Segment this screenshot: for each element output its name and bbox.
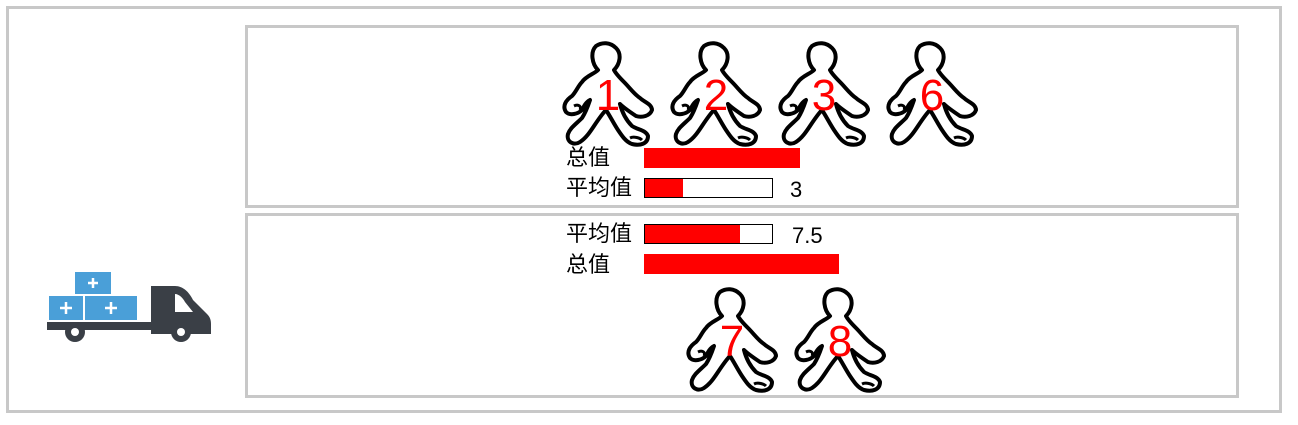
average-bar-fill xyxy=(645,179,684,197)
person-icon: 7 xyxy=(684,286,780,396)
group-panel-1: 1 2 3 6 总值 平均值 3 xyxy=(245,25,1239,208)
person-icon: 8 xyxy=(792,286,888,396)
person-number: 1 xyxy=(595,71,621,120)
average-label: 平均值 xyxy=(566,222,633,247)
average-bar xyxy=(644,178,773,198)
outer-frame xyxy=(6,6,1282,413)
group-panel-2: 平均值 7.5 总值 7 8 xyxy=(245,213,1239,398)
total-label: 总值 xyxy=(566,146,611,171)
person-icon: 6 xyxy=(884,40,980,150)
person-number: 8 xyxy=(827,317,853,366)
total-bar xyxy=(644,254,839,274)
average-value: 3 xyxy=(790,177,803,202)
total-label: 总值 xyxy=(566,253,611,278)
person-icon: 1 xyxy=(560,40,656,150)
average-label: 平均值 xyxy=(566,176,633,201)
total-bar xyxy=(644,148,800,168)
average-bar-fill xyxy=(645,225,741,243)
person-number: 3 xyxy=(811,71,837,120)
person-number: 2 xyxy=(703,71,729,120)
person-icon: 2 xyxy=(668,40,764,150)
average-value: 7.5 xyxy=(792,223,823,248)
average-bar xyxy=(644,224,773,244)
person-number: 6 xyxy=(919,71,945,120)
delivery-truck-icon xyxy=(47,270,213,342)
person-number: 7 xyxy=(719,317,745,366)
person-icon: 3 xyxy=(776,40,872,150)
